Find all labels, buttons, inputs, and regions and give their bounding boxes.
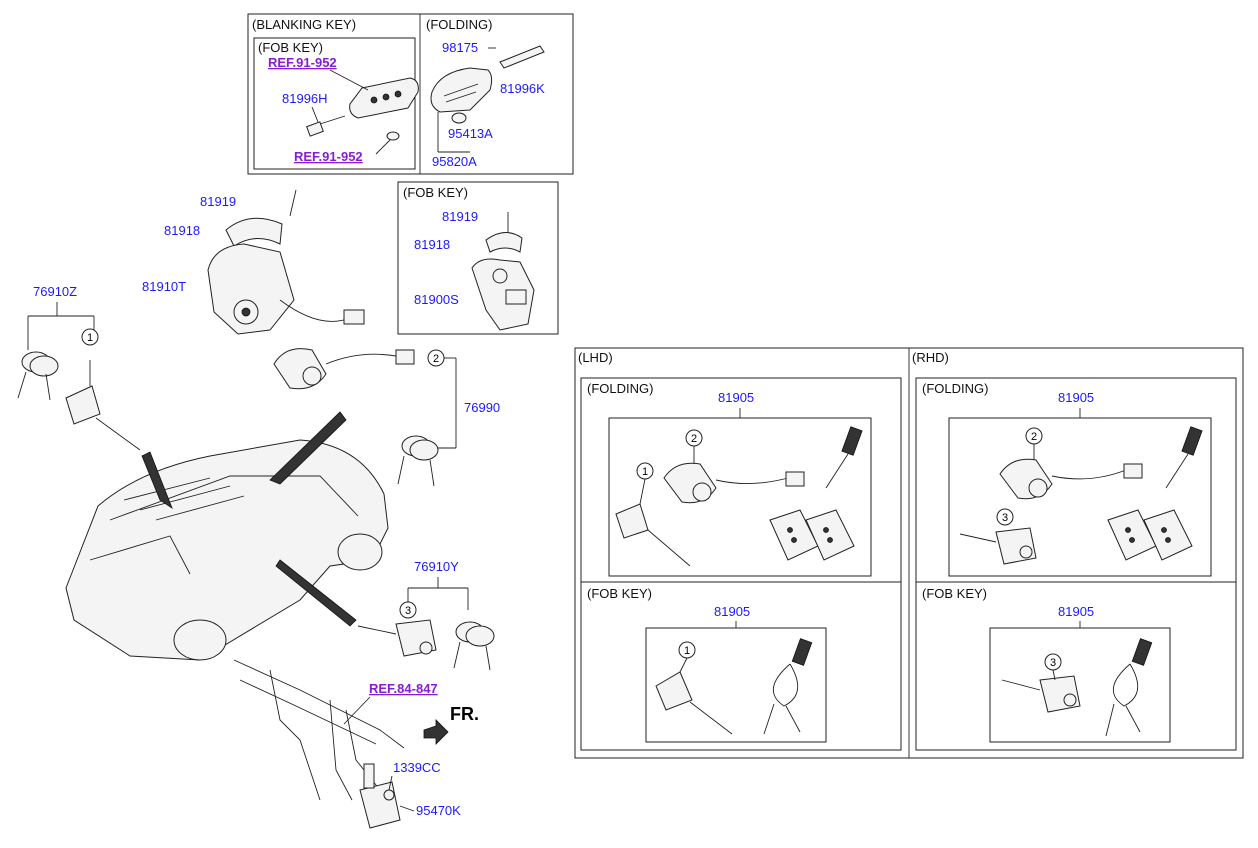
label-81919-a: 81919 xyxy=(200,194,236,209)
label-81905-lhd-fold: 81905 xyxy=(718,390,754,405)
label-95413A: 95413A xyxy=(448,126,493,141)
door-lock-icon xyxy=(615,478,691,567)
ignition-body-icon xyxy=(471,212,535,331)
coin-battery-icon xyxy=(375,131,400,155)
key-icon xyxy=(453,621,495,671)
label-81910T: 81910T xyxy=(142,279,186,294)
label-81905-lhd-fob: 81905 xyxy=(714,604,750,619)
blanking-key-title: (BLANKING KEY) xyxy=(252,17,356,32)
ref-link-84-847[interactable]: REF.84-847 xyxy=(369,681,438,696)
lhd-fob-key-title: (FOB KEY) xyxy=(587,586,652,601)
label-98175: 98175 xyxy=(442,40,478,55)
label-81900S: 81900S xyxy=(414,292,459,307)
key-fob-icon xyxy=(329,69,419,119)
lhd-rhd-panel: (LHD) (RHD) (FOLDING) 81905 2 1 xyxy=(574,347,1244,759)
door-lock-icon xyxy=(357,619,437,657)
blanking-key-box: (BLANKING KEY) (FOLDING) (FOB KEY) REF.9… xyxy=(247,13,574,175)
key-fob-icon xyxy=(763,638,813,735)
folding-key-fob-icon xyxy=(1107,426,1203,561)
dash-frame: REF.84-847 1339CC 95470K FR. xyxy=(233,659,479,829)
rhd-fob-key-title: (FOB KEY) xyxy=(922,586,987,601)
label-81996K: 81996K xyxy=(500,81,545,96)
svg-text:3: 3 xyxy=(1050,657,1056,669)
ignition-lock-icon xyxy=(207,189,365,335)
door-lock-cylinder-icon xyxy=(65,360,141,451)
lock-cylinder-icon xyxy=(273,348,415,390)
svg-text:2: 2 xyxy=(691,433,697,445)
fob-key-title-mid: (FOB KEY) xyxy=(403,185,468,200)
key-set-76910Y: 76910Y 3 xyxy=(357,559,495,671)
folding-key-fob-icon xyxy=(769,426,863,561)
key-icon xyxy=(397,435,439,487)
label-76910Y: 76910Y xyxy=(414,559,459,574)
ref-link-91-952-top[interactable]: REF.91-952 xyxy=(268,55,337,70)
rhd-title: (RHD) xyxy=(912,350,949,365)
callout-3-b xyxy=(996,508,1014,526)
trunk-lock-76990: 2 76990 xyxy=(273,348,500,487)
label-81919-b: 81919 xyxy=(442,209,478,224)
key-icon xyxy=(17,351,59,401)
lhd-folding-title: (FOLDING) xyxy=(587,381,653,396)
svg-text:2: 2 xyxy=(1031,431,1037,443)
lhd-title: (LHD) xyxy=(578,350,613,365)
svg-text:1: 1 xyxy=(642,466,648,478)
label-95470K: 95470K xyxy=(416,803,461,818)
svg-text:1: 1 xyxy=(87,332,93,344)
label-81918-a: 81918 xyxy=(164,223,200,238)
folding-title-top: (FOLDING) xyxy=(426,17,492,32)
blade-key-icon xyxy=(306,106,346,137)
door-lock-icon xyxy=(655,657,733,735)
fob-key-title-top: (FOB KEY) xyxy=(258,40,323,55)
key-set-76910Z: 76910Z 1 xyxy=(17,284,141,451)
label-95820A: 95820A xyxy=(432,154,477,169)
door-lock-icon xyxy=(1001,669,1081,713)
label-1339CC: 1339CC xyxy=(393,760,441,775)
label-81905-rhd-fob: 81905 xyxy=(1058,604,1094,619)
key-fob-icon xyxy=(1105,638,1153,737)
label-81918-b: 81918 xyxy=(414,237,450,252)
door-lock-icon xyxy=(959,527,1037,565)
front-direction-label: FR. xyxy=(450,704,479,724)
ignition-lock-icon xyxy=(663,446,805,504)
ignition-lock-icon xyxy=(999,444,1143,500)
label-81905-rhd-fold: 81905 xyxy=(1058,390,1094,405)
svg-text:1: 1 xyxy=(684,645,690,657)
fob-key-box-mid: (FOB KEY) 81919 81918 81900S xyxy=(397,181,559,335)
label-76990: 76990 xyxy=(464,400,500,415)
arrow-icon xyxy=(423,719,449,745)
svg-text:2: 2 xyxy=(433,353,439,365)
callout-3-a xyxy=(399,601,417,619)
rhd-folding-title: (FOLDING) xyxy=(922,381,988,396)
svg-text:3: 3 xyxy=(1002,512,1008,524)
ignition-assembly: 81919 81918 81910T xyxy=(142,189,365,335)
label-76910Z: 76910Z xyxy=(33,284,77,299)
label-81996H: 81996H xyxy=(282,91,328,106)
folding-key-fob-icon xyxy=(430,45,545,153)
svg-text:3: 3 xyxy=(405,605,411,617)
ref-link-91-952-bottom[interactable]: REF.91-952 xyxy=(294,149,363,164)
car-icon xyxy=(65,411,389,661)
callout-1-a xyxy=(81,328,99,346)
